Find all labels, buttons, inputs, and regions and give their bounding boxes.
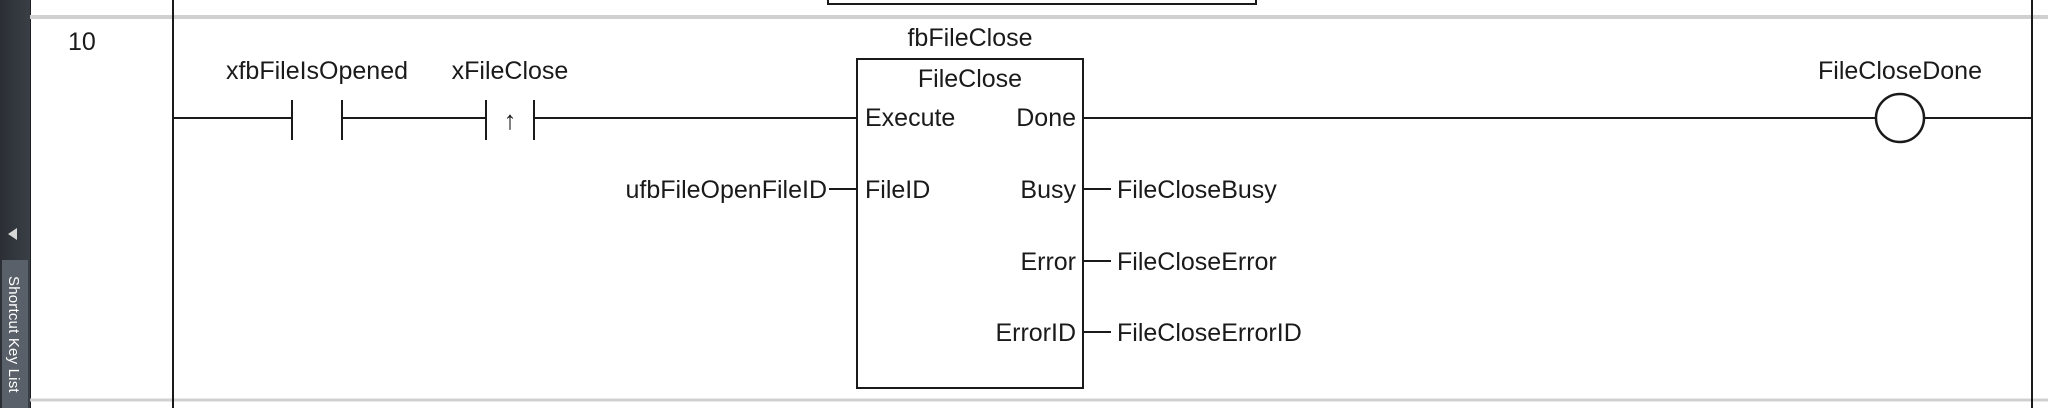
contact-xFileClose[interactable]: ↑ xFileClose xyxy=(452,57,569,140)
output-variable-errorid[interactable]: FileCloseErrorID xyxy=(1117,319,1302,347)
coil-icon xyxy=(1874,92,1926,144)
previous-block-bottom xyxy=(827,0,1257,5)
input-pin-fileid: FileID xyxy=(865,176,930,204)
function-block-type: FileClose xyxy=(918,65,1022,93)
output-pin-busy: Busy xyxy=(1020,176,1076,204)
shortcut-key-list-label: Shortcut Key List xyxy=(5,276,22,393)
shortcut-key-list-tab[interactable] xyxy=(2,260,28,408)
output-variable-error[interactable]: FileCloseError xyxy=(1117,248,1277,276)
contact-variable-label: xFileClose xyxy=(452,57,569,85)
output-variable-busy[interactable]: FileCloseBusy xyxy=(1117,176,1277,204)
input-variable-fileid[interactable]: ufbFileOpenFileID xyxy=(626,176,827,204)
coil-FileCloseDone[interactable]: FileCloseDone xyxy=(1818,57,1982,144)
contact-xfbFileIsOpened[interactable]: xfbFileIsOpened xyxy=(226,57,408,140)
rung-number: 10 xyxy=(68,28,96,56)
function-block-fbFileClose[interactable]: fbFileClose FileClose Execute FileID ufb… xyxy=(626,24,1302,389)
input-pin-execute: Execute xyxy=(865,104,955,132)
left-side-panel: Shortcut Key List xyxy=(0,0,31,408)
output-pin-errorid: ErrorID xyxy=(995,319,1076,347)
function-block-box xyxy=(856,58,1084,389)
contact-variable-label: xfbFileIsOpened xyxy=(226,57,408,85)
coil-variable-label: FileCloseDone xyxy=(1818,57,1982,85)
rising-edge-icon: ↑ xyxy=(504,105,517,135)
output-pin-done: Done xyxy=(1016,104,1076,132)
collapse-arrow-icon[interactable] xyxy=(8,228,17,240)
output-pin-error: Error xyxy=(1020,248,1076,276)
function-block-instance-name: fbFileClose xyxy=(907,24,1032,52)
